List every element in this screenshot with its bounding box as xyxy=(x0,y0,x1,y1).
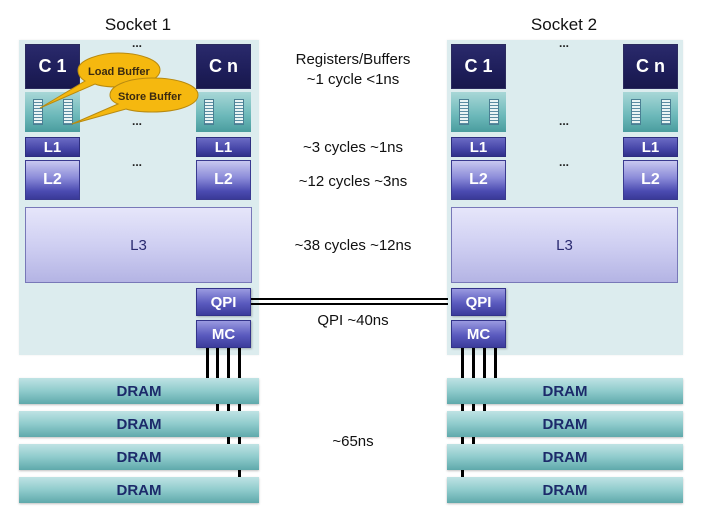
l2-cache-c1: L2 xyxy=(25,160,80,200)
core-c1-buffers xyxy=(451,92,506,132)
qpi-link-line xyxy=(251,303,448,305)
memory-channel-wire xyxy=(238,437,241,444)
ellipsis: ... xyxy=(132,114,143,128)
store-buffer-icon xyxy=(234,99,244,125)
latency-registers: ~1 cycle <1ns xyxy=(306,71,400,88)
core-cn-buffers xyxy=(196,92,251,132)
memory-channel-wire xyxy=(472,437,475,444)
store-buffer-icon xyxy=(661,99,671,125)
latency-l3: ~38 cycles ~12ns xyxy=(294,237,412,254)
store-buffer-icon xyxy=(63,99,73,125)
memory-channel-wire xyxy=(216,348,219,378)
l2-cache-cn: L2 xyxy=(196,160,251,200)
dram-module: DRAM xyxy=(19,378,259,404)
memory-channel-wire xyxy=(483,404,486,411)
core-c1: C 1 xyxy=(451,44,506,89)
ellipsis: ... xyxy=(559,114,570,128)
core-cn: C n xyxy=(623,44,678,89)
memory-channel-wire xyxy=(461,470,464,477)
core-cn: C n xyxy=(196,44,251,89)
ellipsis: ... xyxy=(132,36,143,50)
memory-channel-wire xyxy=(227,437,230,444)
load-buffer-icon xyxy=(631,99,641,125)
ellipsis: ... xyxy=(132,155,143,169)
ellipsis: ... xyxy=(559,36,570,50)
ellipsis: ... xyxy=(559,155,570,169)
core-c1-buffers xyxy=(25,92,80,132)
socket-1-title: Socket 1 xyxy=(104,15,172,34)
l2-cache-cn: L2 xyxy=(623,160,678,200)
memory-channel-wire xyxy=(483,348,486,378)
load-buffer-icon xyxy=(204,99,214,125)
memory-channel-wire xyxy=(206,348,209,378)
l1-cache-cn: L1 xyxy=(623,137,678,157)
buffer-callouts: Load Buffer Store Buffer xyxy=(39,52,199,125)
memory-channel-wire xyxy=(238,470,241,477)
qpi-controller: QPI xyxy=(451,288,506,316)
load-buffer-icon xyxy=(459,99,469,125)
core-c1: C 1 xyxy=(25,44,80,89)
dram-module: DRAM xyxy=(19,444,259,470)
l1-cache-c1: L1 xyxy=(25,137,80,157)
memory-channel-wire xyxy=(238,404,241,411)
memory-channel-wire xyxy=(461,404,464,411)
load-buffer-callout: Load Buffer xyxy=(39,52,161,109)
l1-cache-c1: L1 xyxy=(451,137,506,157)
memory-channel-wire xyxy=(238,348,241,378)
latency-qpi: QPI ~40ns xyxy=(317,312,389,329)
load-buffer-label: Load Buffer xyxy=(88,66,150,78)
latency-registers-title: Registers/Buffers xyxy=(295,51,411,68)
dram-module: DRAM xyxy=(447,411,683,437)
store-buffer-label: Store Buffer xyxy=(118,91,182,103)
memory-channel-wire xyxy=(227,404,230,411)
qpi-link-line xyxy=(251,298,448,300)
dram-module: DRAM xyxy=(19,411,259,437)
dram-module: DRAM xyxy=(447,444,683,470)
memory-channel-wire xyxy=(472,348,475,378)
memory-controller: MC xyxy=(451,320,506,348)
store-buffer-callout: Store Buffer xyxy=(71,77,199,125)
l1-cache-cn: L1 xyxy=(196,137,251,157)
memory-channel-wire xyxy=(461,437,464,444)
l2-cache-c1: L2 xyxy=(451,160,506,200)
qpi-controller: QPI xyxy=(196,288,251,316)
l3-cache: L3 xyxy=(25,207,252,283)
memory-channel-wire xyxy=(216,404,219,411)
dram-module: DRAM xyxy=(447,477,683,503)
memory-channel-wire xyxy=(461,348,464,378)
memory-channel-wire xyxy=(494,348,497,378)
memory-channel-wire xyxy=(227,348,230,378)
memory-controller: MC xyxy=(196,320,251,348)
store-buffer-icon xyxy=(489,99,499,125)
latency-l1: ~3 cycles ~1ns xyxy=(302,139,404,156)
l3-cache: L3 xyxy=(451,207,678,283)
latency-l2: ~12 cycles ~3ns xyxy=(298,173,408,190)
memory-channel-wire xyxy=(472,404,475,411)
dram-module: DRAM xyxy=(447,378,683,404)
load-buffer-icon xyxy=(33,99,43,125)
socket-2-title: Socket 2 xyxy=(530,15,598,34)
latency-dram: ~65ns xyxy=(332,433,374,450)
core-cn-buffers xyxy=(623,92,678,132)
dram-module: DRAM xyxy=(19,477,259,503)
